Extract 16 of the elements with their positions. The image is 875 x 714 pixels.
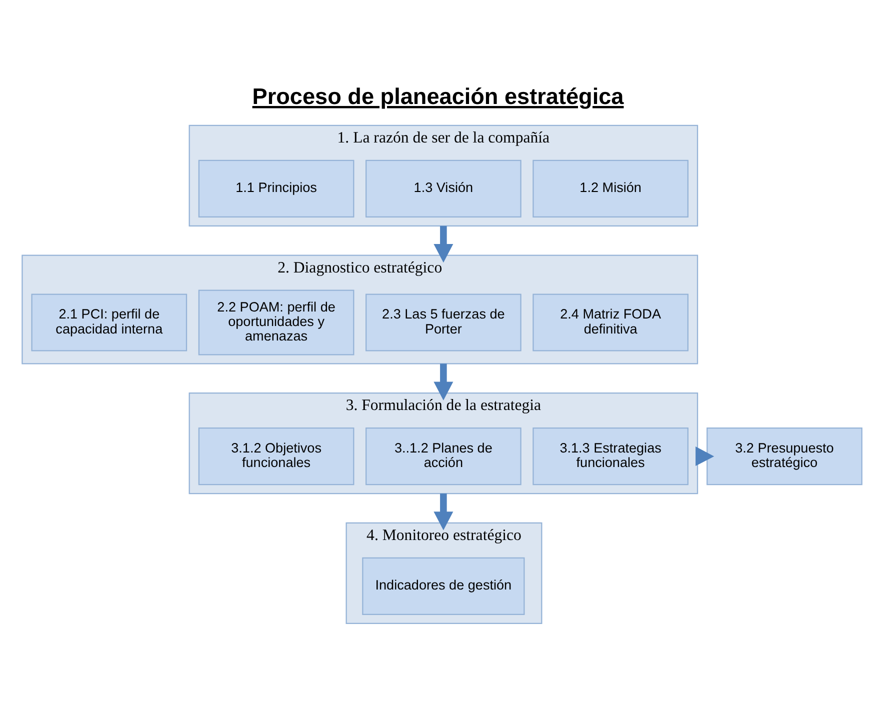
node-box: 3.1.3 Estrategias funcionales <box>532 427 688 485</box>
node-box: 1.3 Visión <box>366 159 522 217</box>
node-box: 2.4 Matriz FODA definitiva <box>532 293 688 351</box>
arrow <box>434 225 454 262</box>
node-box: 3.1.2 Objetivos funcionales <box>198 427 354 485</box>
arrow <box>434 363 454 400</box>
node-box: 3.2 Presupuesto estratégico <box>706 427 862 485</box>
arrow <box>434 493 454 530</box>
node-box: 2.2 POAM: perfil de oportunidades y amenazas <box>198 289 354 355</box>
node-box: Indicadores de gestión <box>362 556 525 614</box>
diagram-title: Proceso de planeación estratégica <box>252 83 624 108</box>
node-box: 2.1 PCI: perfil de capacidad interna <box>31 293 188 351</box>
node-box: 1.2 Misión <box>532 159 688 217</box>
node-box: 3..1.2 Planes de acción <box>366 427 522 485</box>
node-box: 1.1 Principios <box>198 159 354 217</box>
node-box: 2.3 Las 5 fuerzas de Porter <box>366 293 522 351</box>
